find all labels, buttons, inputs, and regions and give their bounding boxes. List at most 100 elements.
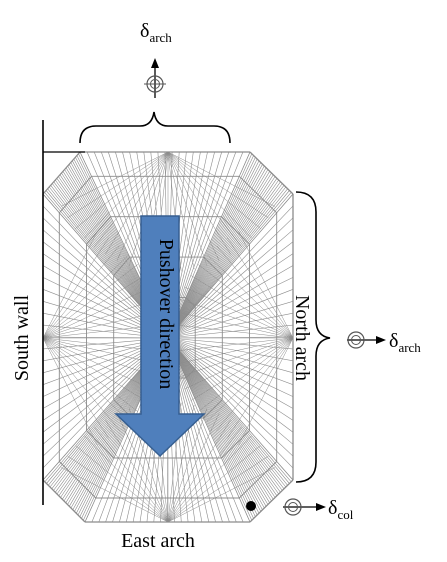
mesh-line [203,399,223,419]
mesh-line [167,337,274,500]
mesh-line [167,467,276,523]
mesh-line [94,427,169,523]
mesh-line [167,183,283,339]
mesh-line [167,158,258,339]
east-arch-label: East arch [121,530,195,552]
south-wall-label: South wall [11,295,33,382]
mesh-line [190,337,294,401]
pushover-arrow [114,215,206,458]
mesh-line [167,301,294,339]
mesh-line [42,264,138,339]
mesh-line [167,337,288,486]
mesh-line [167,337,251,523]
col-target-icon [283,498,326,516]
column-node-icon [246,501,256,511]
mesh-line [105,419,169,523]
mesh-line [167,337,283,491]
mesh-line [167,337,269,505]
mesh-line [167,427,242,523]
mesh-line [84,151,169,239]
mesh-line [67,151,169,219]
mesh-line [167,408,208,523]
mesh-line [84,435,169,523]
north-arch-label: North arch [291,295,313,381]
mesh-line [167,151,242,247]
mesh-line [167,337,294,421]
mesh-line [167,217,294,339]
mesh-line [105,151,169,255]
mesh-line [167,253,294,339]
mesh-line [167,337,287,488]
mesh-line [167,337,294,469]
mesh-line [184,337,294,390]
mesh-line [167,337,263,510]
mesh-line [185,368,196,379]
mesh-line [167,151,276,207]
mesh-line [167,337,258,516]
mesh-line [167,277,294,339]
mesh-line [167,435,252,523]
mesh-line [167,190,290,339]
mesh-line [198,264,294,339]
mesh-line [198,337,294,412]
mesh-line [167,445,261,523]
mesh-line [167,413,220,523]
mesh-line [58,176,92,214]
mesh-line [203,256,223,276]
mesh-line [167,151,208,266]
mesh-line [42,286,152,339]
mesh-line [167,151,220,261]
mesh-line [167,151,252,239]
mesh-line [42,237,110,339]
mesh-line [167,174,274,339]
mesh-line [60,151,169,207]
mesh-line [167,205,294,339]
top-delta-label: δarch [140,20,172,45]
mesh-line [167,229,294,339]
mesh-line [167,241,294,339]
top-brace [79,111,231,144]
mesh-line [221,216,250,245]
mesh-line [167,337,290,484]
mesh-line [167,337,294,374]
mesh-line [167,164,263,339]
mesh-line [167,455,269,523]
mesh-line [42,337,138,412]
mesh-line [42,337,98,446]
mesh-line [167,155,254,339]
mesh-line [167,151,269,219]
mesh-line [167,312,294,339]
mesh-line [167,151,251,339]
mesh-line [167,337,294,481]
mesh-line [167,337,270,503]
mesh-line [185,297,196,308]
mesh-line [173,337,294,352]
mesh-line [167,337,265,509]
mesh-line [42,245,120,339]
mesh-line [167,337,279,495]
mesh-line [42,337,152,390]
mesh-line [167,176,276,339]
mesh-line [42,275,146,339]
mesh-line [226,337,294,439]
mesh-line [175,337,294,365]
mesh-line [167,337,294,362]
mesh-line [238,461,278,499]
mesh-line [167,337,292,482]
mesh-line [42,337,120,431]
mesh-line [167,337,285,489]
mesh-line [167,337,294,433]
mesh-line [58,461,97,499]
mesh-line [167,337,272,502]
mesh-line [167,337,267,507]
right-brace [295,191,331,483]
mesh-line [216,337,294,431]
mesh-line [167,153,253,339]
mesh-line [67,455,169,523]
mesh-line [113,256,131,276]
mesh-line [167,169,269,339]
mesh-line [173,324,294,339]
mesh-line [179,337,294,378]
mesh-line [167,192,292,339]
